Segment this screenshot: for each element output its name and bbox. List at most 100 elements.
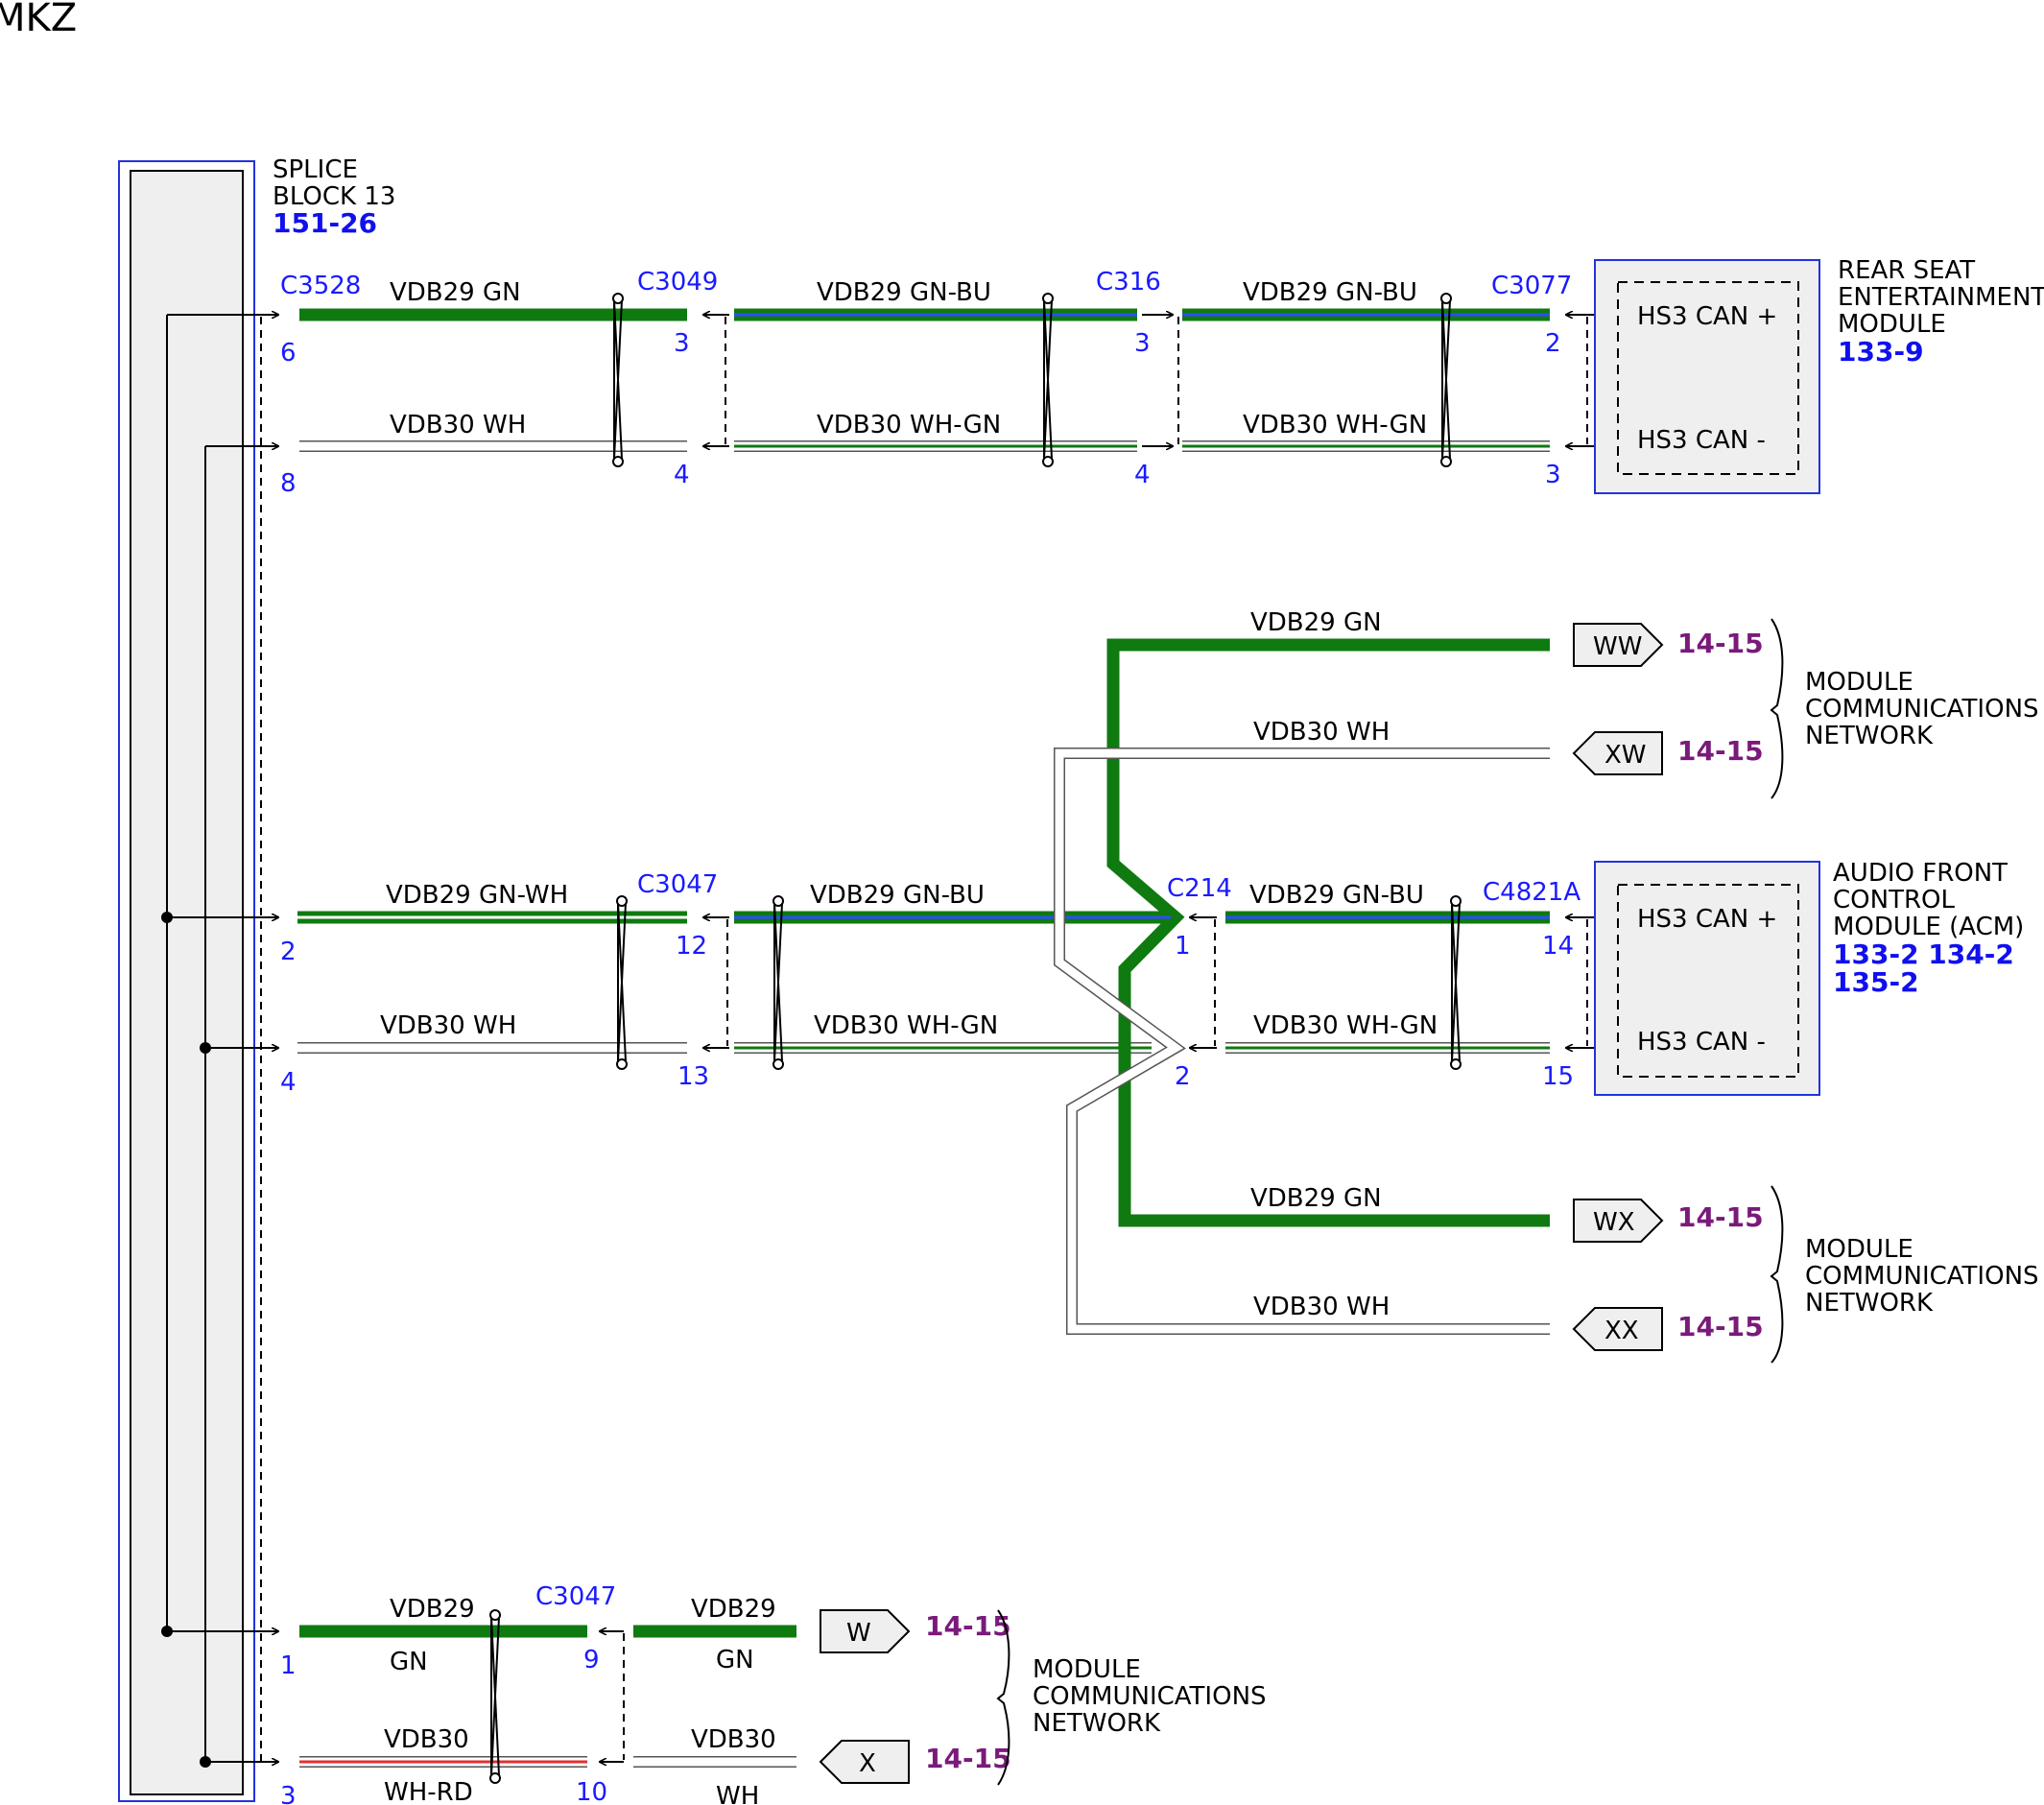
wire-label-vdb30-wh: VDB30 WH (390, 411, 526, 439)
model-title: MKZ (0, 0, 77, 40)
acm-pin-plus: HS3 CAN + (1637, 905, 1777, 934)
offpage-connector-wx[interactable]: WX (1573, 1199, 1664, 1243)
rse-pin-minus: HS3 CAN - (1637, 426, 1766, 455)
wire-label-vdb29-gn: VDB29 GN (390, 278, 521, 307)
wire-label-vdb29-gn-bu: VDB29 GN-BU (1249, 881, 1424, 910)
acm-ref-link-2[interactable]: 135-2 (1833, 966, 1919, 998)
splice-ref-link[interactable]: 151-26 (273, 207, 377, 239)
wire-label-vdb29-gn-bu: VDB29 GN-BU (1243, 278, 1417, 307)
pin-9: 9 (583, 1646, 600, 1674)
wire-label-vdb29-gn-wh: VDB29 GN-WH (386, 881, 568, 910)
svg-text:X: X (859, 1749, 876, 1778)
acm-label-line2: CONTROL (1833, 886, 1955, 914)
twisted-pair-marker (616, 895, 628, 1070)
twisted-pair-marker (612, 293, 624, 467)
offpage-connector-w[interactable]: W (820, 1609, 911, 1653)
svg-text:XX: XX (1604, 1317, 1639, 1345)
network-label-line3: NETWORK (1033, 1709, 1161, 1738)
rse-label-line1: REAR SEAT (1838, 256, 1975, 285)
rse-label-line3: MODULE (1838, 310, 1946, 339)
page-ref-link[interactable]: 14-15 (1677, 1311, 1764, 1342)
wire-label-vdb29: VDB29 (390, 1595, 475, 1624)
wire-label-wh: WH (716, 1782, 759, 1805)
splice-c214-white-branch (1054, 748, 1550, 1335)
pin-15: 15 (1542, 1062, 1574, 1091)
pin-2: 2 (280, 938, 297, 966)
acm-label-line1: AUDIO FRONT (1833, 859, 2008, 888)
pin-8: 8 (280, 469, 297, 498)
splice-label-line1: SPLICE (273, 155, 358, 184)
pin-6: 6 (280, 339, 297, 368)
svg-text:WW: WW (1593, 632, 1642, 661)
wire-label-gn: GN (716, 1646, 754, 1674)
wire-label-wh-rd: WH-RD (384, 1778, 473, 1805)
pin-4: 4 (1134, 461, 1151, 489)
pin-12: 12 (676, 932, 707, 961)
rse-label-line2: ENTERTAINMENT (1838, 283, 2044, 312)
pin-3: 3 (1545, 461, 1561, 489)
twisted-pair-marker (1450, 895, 1462, 1070)
offpage-connector-x[interactable]: X (819, 1740, 910, 1784)
twisted-pair-marker (1440, 293, 1452, 467)
splice-block (118, 160, 278, 1802)
wire-label-vdb29-gn: VDB29 GN (1250, 608, 1382, 637)
audio-front-control-module (1594, 861, 1820, 1096)
page-ref-link[interactable]: 14-15 (1677, 735, 1764, 767)
wire-label-vdb30-wh-gn: VDB30 WH-GN (1253, 1011, 1438, 1040)
svg-text:W: W (846, 1619, 871, 1648)
wire-label-vdb29-gn-bu: VDB29 GN-BU (817, 278, 991, 307)
svg-text:WX: WX (1593, 1208, 1635, 1237)
network-label-line1: MODULE (1033, 1655, 1141, 1684)
network-label-line2: COMMUNICATIONS (1805, 1262, 2039, 1291)
rear-seat-entertainment-module (1594, 259, 1820, 494)
splice-c214-green-branch (1106, 638, 1550, 1227)
network-label-line3: NETWORK (1805, 722, 1934, 750)
splice-label-line2: BLOCK 13 (273, 182, 395, 211)
acm-pin-minus: HS3 CAN - (1637, 1028, 1766, 1057)
wire-label-vdb30: VDB30 (691, 1725, 776, 1754)
rse-ref-link[interactable]: 133-9 (1838, 336, 1924, 368)
wire-label-vdb30-wh-gn: VDB30 WH-GN (1243, 411, 1427, 439)
connector-c214: C214 (1167, 874, 1232, 903)
wire-label-vdb30-wh: VDB30 WH (1253, 1293, 1390, 1321)
brace (1770, 1185, 1784, 1364)
pin-4: 4 (674, 461, 690, 489)
page-ref-link[interactable]: 14-15 (1677, 628, 1764, 659)
wire-label-vdb29-gn: VDB29 GN (1250, 1184, 1382, 1213)
wire-label-vdb30-wh: VDB30 WH (1253, 718, 1390, 747)
page-ref-link[interactable]: 14-15 (1677, 1201, 1764, 1233)
pin-2: 2 (1545, 329, 1561, 358)
connector-c4821a: C4821A (1483, 878, 1581, 907)
connector-c3047: C3047 (637, 870, 718, 899)
connector-c3049: C3049 (637, 268, 718, 297)
pin-4: 4 (280, 1068, 297, 1097)
network-label-line1: MODULE (1805, 1235, 1913, 1264)
twisted-pair-marker (489, 1609, 501, 1784)
svg-text:XW: XW (1604, 741, 1647, 770)
page-ref-link[interactable]: 14-15 (925, 1610, 1011, 1642)
wire-label-vdb29: VDB29 (691, 1595, 776, 1624)
wire-label-gn: GN (390, 1648, 428, 1676)
twisted-pair-marker (1042, 293, 1054, 467)
pin-14: 14 (1542, 932, 1574, 961)
page-ref-link[interactable]: 14-15 (925, 1743, 1011, 1774)
rse-pin-plus: HS3 CAN + (1637, 302, 1777, 331)
wire-label-vdb29-gn-bu: VDB29 GN-BU (810, 881, 985, 910)
pin-10: 10 (576, 1778, 607, 1805)
acm-ref-link[interactable]: 133-2 134-2 (1833, 938, 2014, 970)
connector-c3077: C3077 (1491, 272, 1572, 300)
pin-13: 13 (677, 1062, 709, 1091)
wire-label-vdb30: VDB30 (384, 1725, 469, 1754)
offpage-connector-xx[interactable]: XX (1572, 1307, 1663, 1351)
brace (996, 1609, 1010, 1786)
pin-2: 2 (1175, 1062, 1191, 1091)
wire-label-vdb30-wh: VDB30 WH (380, 1011, 516, 1040)
offpage-connector-ww[interactable]: WW (1573, 623, 1664, 667)
network-label-line2: COMMUNICATIONS (1033, 1682, 1267, 1711)
brace (1770, 618, 1784, 799)
connector-c3528: C3528 (280, 272, 361, 300)
pin-1: 1 (1175, 932, 1191, 961)
pin-1: 1 (280, 1651, 297, 1680)
offpage-connector-xw[interactable]: XW (1572, 731, 1663, 775)
